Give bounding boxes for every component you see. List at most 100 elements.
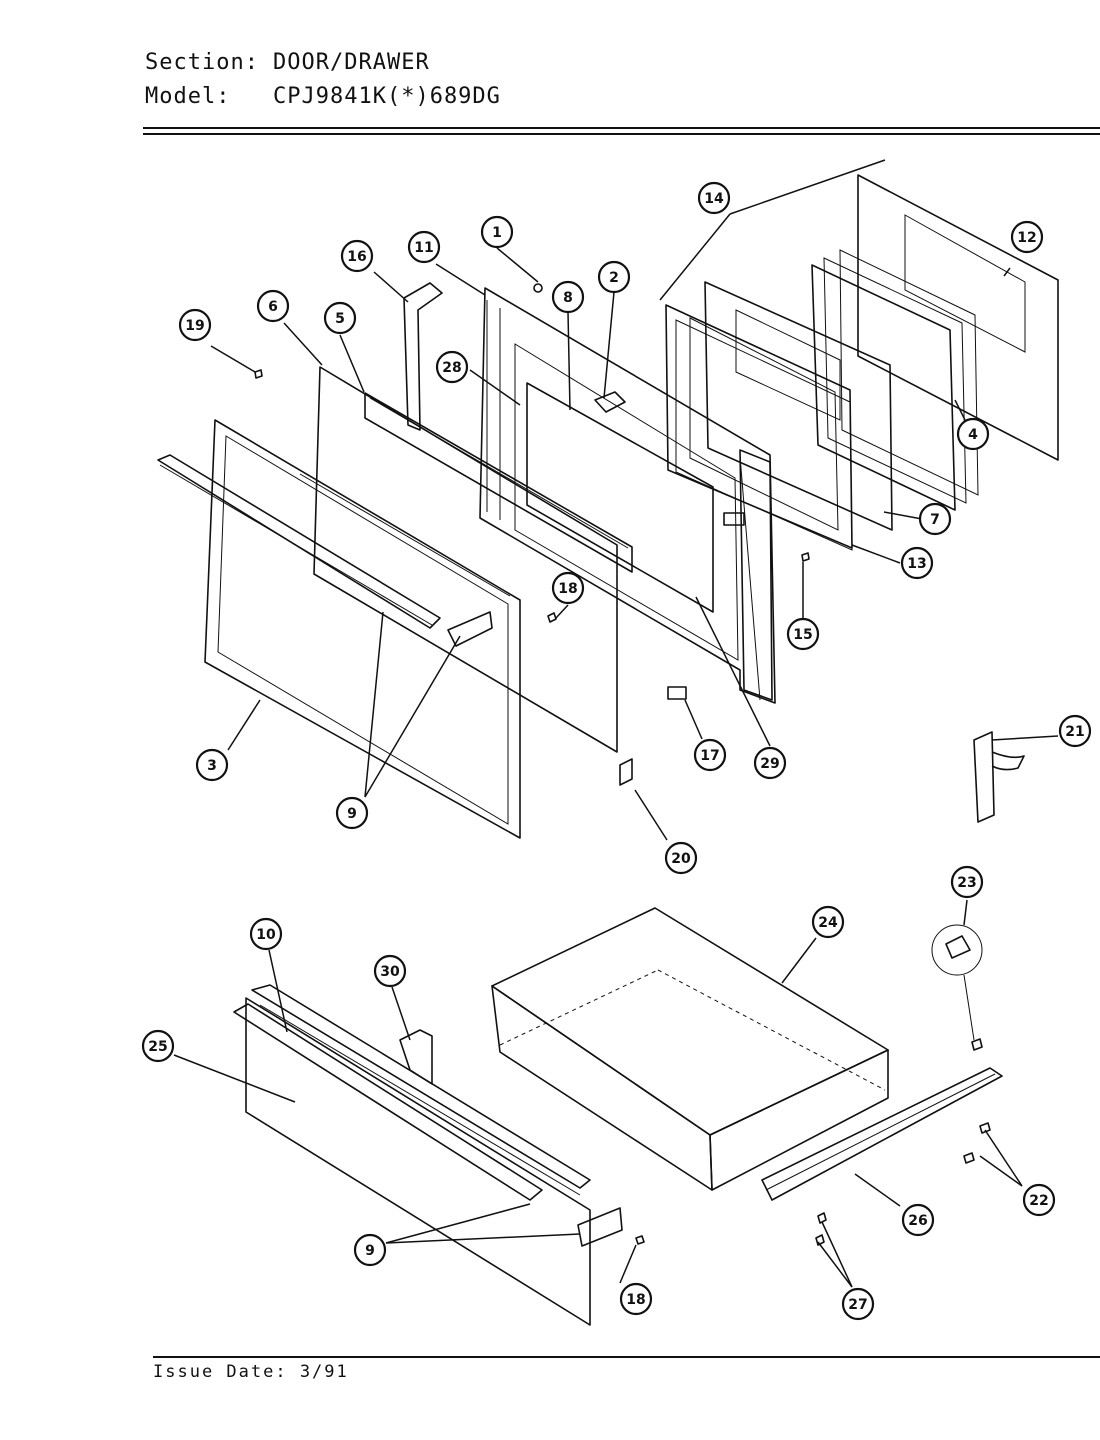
callout-13: 13 <box>900 546 934 580</box>
header-rule-top <box>143 127 1100 129</box>
svg-text:15: 15 <box>793 627 812 643</box>
svg-text:24: 24 <box>818 915 838 931</box>
svg-text:28: 28 <box>442 360 461 376</box>
drawer-handle-part-9 <box>233 1003 623 1247</box>
svg-text:14: 14 <box>704 191 724 207</box>
seal-part-13 <box>675 319 853 551</box>
model-label: Model: <box>145 84 231 109</box>
svg-text:16: 16 <box>347 249 366 265</box>
section-value: DOOR/DRAWER <box>273 50 430 75</box>
glass-panel-part-6 <box>313 366 618 753</box>
callout-29: 29 <box>753 746 787 780</box>
callout-8: 8 <box>551 280 585 314</box>
callout-24: 24 <box>811 905 845 939</box>
svg-text:22: 22 <box>1029 1193 1048 1209</box>
drawer-body-part-24 <box>491 907 889 1191</box>
callout-28: 28 <box>435 350 469 384</box>
screw-part-27-b <box>815 1234 825 1246</box>
screw-part-22-a <box>979 1122 991 1134</box>
screw-part-27-a <box>817 1212 827 1224</box>
callout-3: 3 <box>195 748 229 782</box>
screw-part-19 <box>254 369 263 379</box>
svg-text:3: 3 <box>207 758 217 774</box>
callout-25: 25 <box>141 1029 175 1063</box>
glass-pack-part-4 <box>811 249 979 511</box>
door-frame-part-3 <box>204 419 521 839</box>
screw-part-22-b <box>963 1152 975 1164</box>
glass-panel-part-5 <box>364 392 633 573</box>
svg-text:9: 9 <box>365 1243 375 1259</box>
svg-text:4: 4 <box>968 427 978 443</box>
callout-2: 2 <box>597 260 631 294</box>
callout-9-drawer: 9 <box>353 1233 387 1267</box>
callout-26: 26 <box>901 1203 935 1237</box>
svg-text:13: 13 <box>907 556 926 572</box>
svg-text:8: 8 <box>563 290 573 306</box>
svg-text:18: 18 <box>558 581 577 597</box>
footer-rule <box>153 1356 1100 1358</box>
callout-4: 4 <box>956 417 990 451</box>
callout-6: 6 <box>256 289 290 323</box>
callout-7: 7 <box>918 502 952 536</box>
drawer-clip-part-23 <box>931 924 983 1051</box>
callout-16: 16 <box>340 239 374 273</box>
svg-text:1: 1 <box>492 225 502 241</box>
callout-21: 21 <box>1058 714 1092 748</box>
issue-date: Issue Date: 3/91 <box>153 1362 349 1382</box>
screw-part-15 <box>801 552 810 562</box>
clip-part-17 <box>667 686 687 700</box>
svg-text:23: 23 <box>957 875 976 891</box>
screw-part-18-door <box>547 612 557 623</box>
header-rule-bottom <box>143 133 1100 135</box>
callout-20: 20 <box>664 841 698 875</box>
drawer-hardware <box>635 1122 991 1246</box>
svg-text:21: 21 <box>1065 724 1084 740</box>
svg-text:11: 11 <box>414 240 433 256</box>
drawer-front-part-25 <box>245 984 591 1326</box>
svg-text:27: 27 <box>848 1297 867 1313</box>
screw-part-18-drawer <box>635 1235 645 1245</box>
svg-text:5: 5 <box>335 311 345 327</box>
door-handle-bar-part-9 <box>157 454 493 647</box>
callout-5: 5 <box>323 301 357 335</box>
svg-text:7: 7 <box>930 512 940 528</box>
callout-23: 23 <box>950 865 984 899</box>
svg-text:6: 6 <box>268 299 278 315</box>
leader-lines <box>173 159 1059 1288</box>
svg-text:10: 10 <box>256 927 276 943</box>
slide-rail-part-26 <box>761 1067 1003 1201</box>
strip-part-16 <box>403 282 443 431</box>
callout-17: 17 <box>693 738 727 772</box>
inner-door-part-11 <box>479 287 776 704</box>
small-hardware <box>254 283 810 786</box>
section-line: Section: DOOR/DRAWER <box>145 50 430 75</box>
callout-11: 11 <box>407 230 441 264</box>
svg-text:26: 26 <box>908 1213 927 1229</box>
svg-text:30: 30 <box>380 964 400 980</box>
callout-18-door: 18 <box>551 571 585 605</box>
screw-part-1 <box>533 283 543 293</box>
callout-19: 19 <box>178 308 212 342</box>
svg-text:17: 17 <box>700 748 719 764</box>
hinge-channel-part-29 <box>723 449 773 701</box>
svg-text:20: 20 <box>671 851 691 867</box>
svg-text:19: 19 <box>185 318 204 334</box>
callout-22: 22 <box>1022 1183 1056 1217</box>
bracket-part-20 <box>619 758 633 786</box>
callout-27: 27 <box>841 1287 875 1321</box>
svg-text:29: 29 <box>760 756 779 772</box>
callout-12: 12 <box>1010 220 1044 254</box>
hinge-part-21 <box>973 731 1025 823</box>
callout-10: 10 <box>249 917 283 951</box>
section-label: Section: <box>145 50 259 75</box>
svg-text:25: 25 <box>148 1039 167 1055</box>
rear-panel-part-12 <box>857 174 1059 461</box>
svg-text:9: 9 <box>347 806 357 822</box>
clip-part-2 <box>594 391 626 413</box>
callout-30: 30 <box>373 954 407 988</box>
svg-text:2: 2 <box>609 270 619 286</box>
callout-15: 15 <box>786 617 820 651</box>
svg-text:12: 12 <box>1017 230 1036 246</box>
callout-1: 1 <box>480 215 514 249</box>
